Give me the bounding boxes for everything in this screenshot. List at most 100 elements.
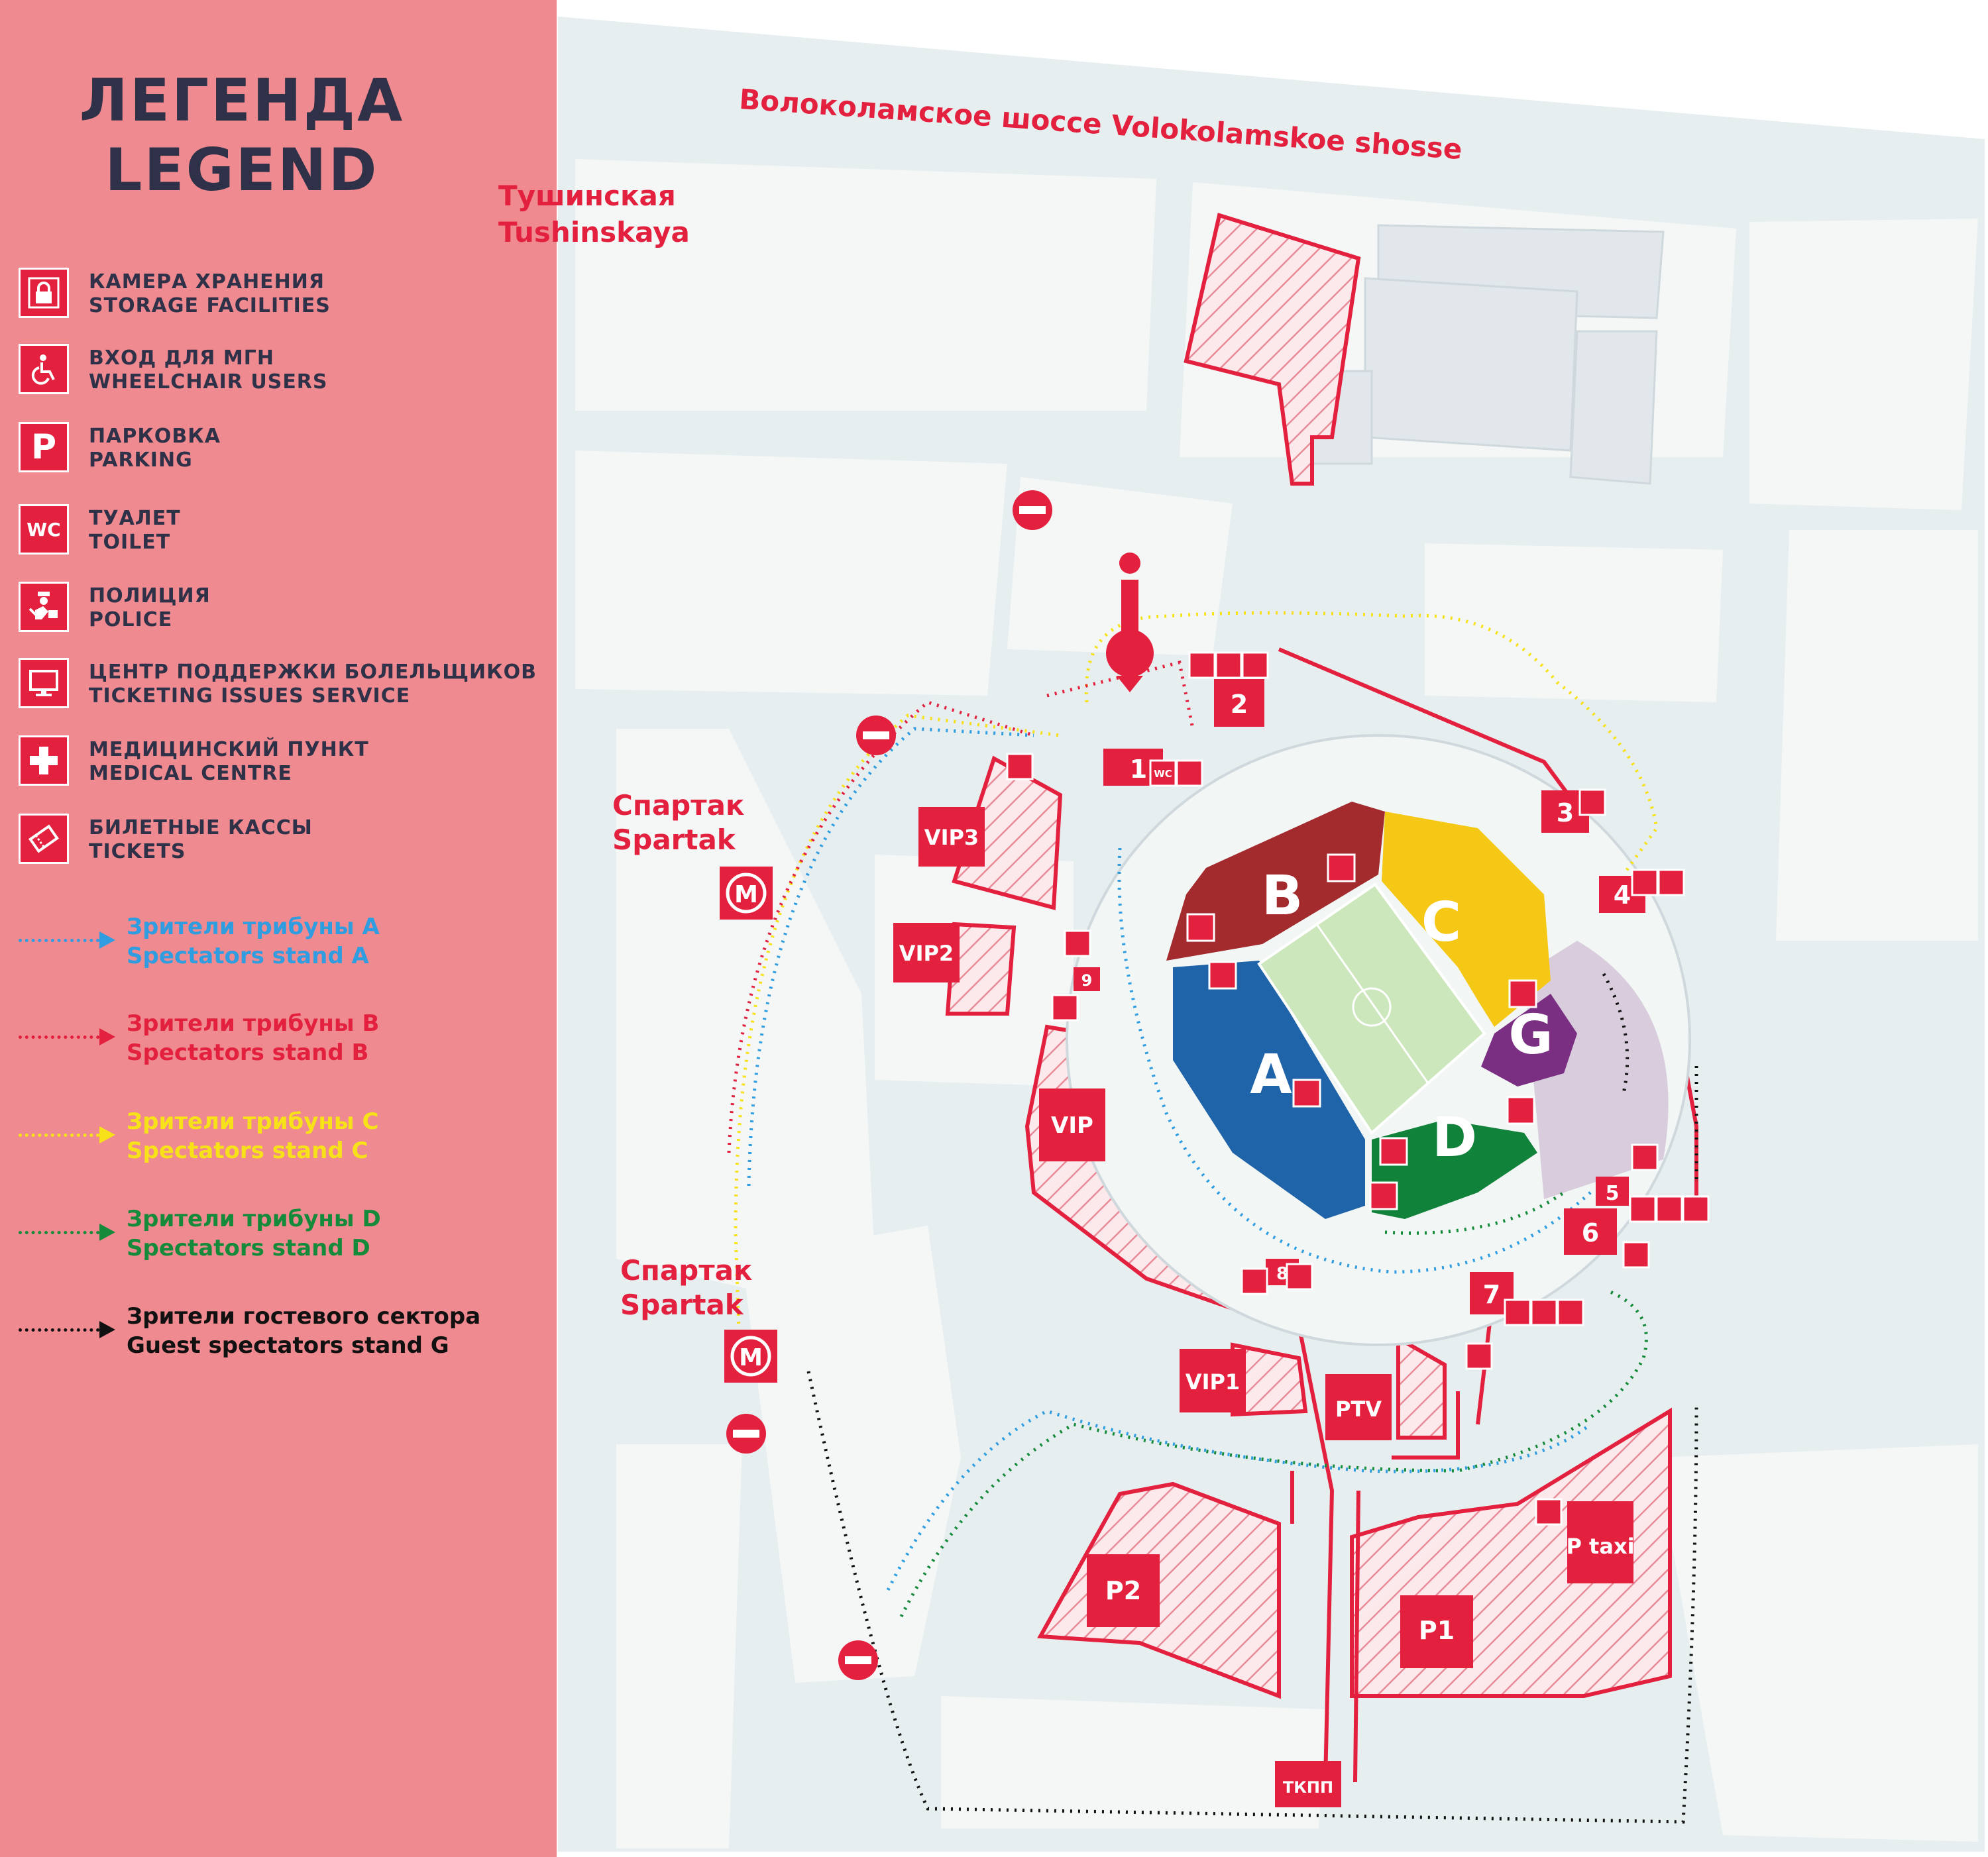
monitor-icon bbox=[1241, 1267, 1268, 1295]
route-stand-g bbox=[806, 1371, 1698, 1824]
toilet-icon: WC bbox=[1154, 768, 1172, 780]
ticket-icon bbox=[1188, 651, 1216, 679]
stand-b-label: B bbox=[1262, 865, 1303, 928]
arrow-right-icon bbox=[99, 1321, 115, 1338]
lock-icon bbox=[1465, 1342, 1493, 1370]
buildings bbox=[1298, 224, 1665, 485]
legend-title-en: LEGEND bbox=[105, 136, 379, 204]
wheelchair-icon bbox=[1215, 651, 1242, 679]
medical-cross-icon bbox=[1292, 1079, 1321, 1108]
monitor-icon bbox=[1557, 1299, 1584, 1326]
gate-3-label: 3 bbox=[1557, 798, 1574, 827]
wheelchair-icon bbox=[1578, 788, 1606, 816]
medical-cross-icon bbox=[1186, 913, 1215, 942]
stand-c-label: C bbox=[1421, 891, 1461, 954]
spartak-north-ru-label: Спартак bbox=[612, 789, 744, 822]
p2-label: P2 bbox=[1105, 1576, 1141, 1605]
stand-d bbox=[1372, 1120, 1537, 1219]
route-lines bbox=[727, 611, 1698, 1824]
ticket-icon bbox=[1655, 1195, 1683, 1223]
route-stand-c bbox=[734, 714, 1061, 1332]
stand-a bbox=[1173, 961, 1365, 1219]
p-taxi-label: P taxi bbox=[1566, 1534, 1634, 1559]
toilet-icon: WC bbox=[19, 504, 69, 555]
tkpp-label: ТКПП bbox=[1283, 1778, 1333, 1797]
gate-5-label: 5 bbox=[1606, 1182, 1620, 1205]
area-labels: VIP3 VIP2 VIP VIP1 PTV P2 P1 P taxi ТКПП bbox=[893, 807, 1635, 1807]
monitor-icon bbox=[1657, 869, 1685, 896]
monitor-icon bbox=[1051, 994, 1079, 1022]
stand-d-label: D bbox=[1432, 1106, 1477, 1169]
lock-icon bbox=[1629, 1195, 1657, 1223]
spartak-north-en-label: Spartak bbox=[612, 823, 736, 856]
arrow-right-icon bbox=[99, 1028, 115, 1045]
arrow-right-icon bbox=[99, 1224, 115, 1241]
arrow-right-icon bbox=[99, 931, 115, 949]
police-icon bbox=[1379, 1137, 1408, 1166]
vip1-label: VIP1 bbox=[1186, 1369, 1240, 1395]
monitor-icon bbox=[1682, 1195, 1710, 1223]
wheelchair-icon bbox=[1176, 759, 1203, 787]
stand-g-label: G bbox=[1508, 1004, 1553, 1067]
lock-icon bbox=[19, 268, 69, 318]
wheelchair-icon bbox=[1064, 929, 1091, 957]
ptv-label: PTV bbox=[1335, 1397, 1382, 1422]
no-entry-signs bbox=[726, 490, 1052, 1680]
tushinskaya-ru-label: Тушинская bbox=[498, 180, 676, 212]
stand-g bbox=[1481, 994, 1577, 1087]
police-icon bbox=[1208, 961, 1237, 990]
gate-9-label: 9 bbox=[1081, 971, 1093, 990]
stand-b bbox=[1166, 802, 1385, 961]
p1-label: P1 bbox=[1419, 1616, 1455, 1645]
vip2-label: VIP2 bbox=[899, 941, 954, 966]
service-icons: WC bbox=[1006, 651, 1710, 1526]
legend-title-ru: ЛЕГЕНДА bbox=[79, 66, 405, 134]
ptv-zone bbox=[1396, 1334, 1447, 1440]
wheelchair-icon bbox=[19, 344, 69, 394]
tushinskaya-zone bbox=[1184, 213, 1361, 486]
medical-cross-icon bbox=[19, 735, 69, 786]
gate-6-label: 6 bbox=[1582, 1218, 1599, 1247]
football-pitch bbox=[1257, 882, 1486, 1136]
police-icon bbox=[19, 582, 69, 632]
stand-c bbox=[1382, 812, 1551, 1027]
monitor-icon bbox=[1241, 651, 1269, 679]
tushinskaya-en-label: Tushinskaya bbox=[498, 216, 690, 248]
stand-a-label: A bbox=[1250, 1043, 1292, 1106]
ticket-icon bbox=[19, 814, 69, 864]
vip3-label: VIP3 bbox=[924, 825, 979, 850]
route-stand-a bbox=[747, 727, 1592, 1274]
parking-icon: P bbox=[19, 422, 69, 472]
vip-label: VIP bbox=[1051, 1112, 1093, 1139]
arrow-right-icon bbox=[99, 1126, 115, 1143]
medical-cross-icon bbox=[1508, 979, 1537, 1008]
metro-spartak-north: М bbox=[720, 867, 773, 920]
wheelchair-icon bbox=[1622, 1241, 1650, 1269]
ticket-icon bbox=[1530, 1299, 1558, 1326]
gate-7-label: 7 bbox=[1483, 1280, 1500, 1309]
wheelchair-icon bbox=[1631, 1143, 1659, 1171]
wheelchair-icon bbox=[1504, 1299, 1531, 1326]
gate-1-label: 1 bbox=[1130, 755, 1147, 784]
guest-zone bbox=[1524, 941, 1669, 1199]
metro-spartak-south: М bbox=[724, 1330, 777, 1383]
metro-icon: М bbox=[734, 881, 758, 908]
gate-2-label: 2 bbox=[1231, 690, 1248, 719]
gate-8-label: 8 bbox=[1276, 1264, 1288, 1284]
wheelchair-icon bbox=[1286, 1263, 1313, 1291]
vip2-zone bbox=[945, 922, 1017, 1016]
police-icon bbox=[1327, 853, 1356, 882]
metro-icon: М bbox=[739, 1344, 763, 1371]
monument-icon bbox=[1106, 553, 1154, 692]
spartak-south-ru-label: Спартак bbox=[620, 1254, 752, 1287]
wheelchair-icon bbox=[1631, 869, 1659, 896]
route-stand-b bbox=[727, 660, 1195, 1153]
gate-4-label: 4 bbox=[1614, 880, 1631, 910]
wheelchair-icon bbox=[1535, 1498, 1563, 1526]
spartak-south-en-label: Spartak bbox=[620, 1289, 744, 1321]
lock-icon bbox=[1006, 753, 1034, 780]
police-icon bbox=[1506, 1096, 1535, 1125]
